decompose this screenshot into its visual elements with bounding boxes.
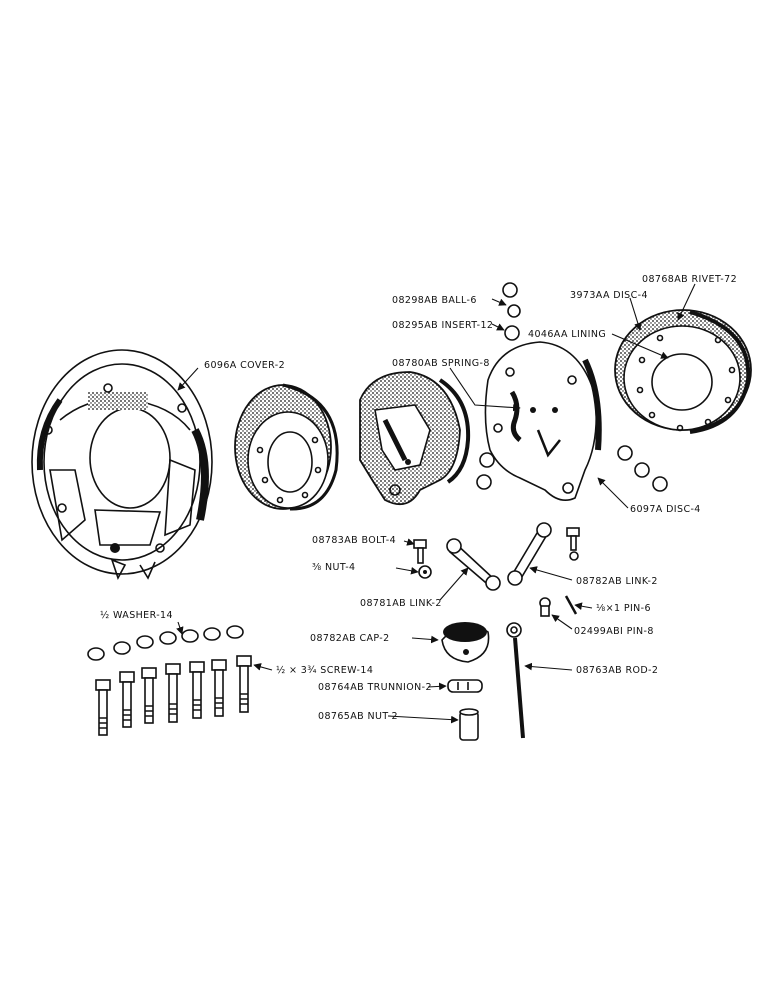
label-nut-small: ⅜ NUT-4 [312,562,356,573]
cover-part [31,349,213,581]
label-screw: ½ × 3¾ SCREW-14 [276,665,373,676]
label-washer: ½ WASHER-14 [100,610,173,621]
screws-group [95,655,252,736]
leader-lines [176,283,696,724]
nut-large-part [459,708,479,741]
bolt-part [413,539,427,564]
bolt-right-part [566,527,580,561]
friction-disc-left [234,383,339,511]
middle-plate [359,371,471,506]
label-lining: 4046AA LINING [528,329,606,340]
label-pin: 02499ABI PIN-8 [574,626,654,637]
label-trunnion: 08764AB TRUNNION-2 [318,682,432,693]
pin-small-part [539,595,578,617]
label-cover: 6096A COVER-2 [204,360,285,371]
label-pin-small: ⅛×1 PIN-6 [596,603,651,614]
label-spring: 08780AB SPRING-8 [392,358,490,369]
label-cap: 08782AB CAP-2 [310,633,390,644]
label-ball: 08298AB BALL-6 [392,295,477,306]
label-link-left: 08781AB LINK-2 [360,598,442,609]
label-disc-3973: 3973AA DISC-4 [570,290,648,301]
balls-group [502,282,521,341]
label-insert: 08295AB INSERT-12 [392,320,493,331]
label-nut-large: 08765AB NUT-2 [318,711,398,722]
label-link-right: 08782AB LINK-2 [576,576,658,587]
nut-small-part [418,565,432,579]
link-right-part [507,522,552,586]
label-bolt: 08783AB BOLT-4 [312,535,396,546]
inserts-group [476,445,668,492]
label-rivet: 08768AB RIVET-72 [642,274,737,285]
part-labels: 08768AB RIVET-72 3973AA DISC-4 08298AB B… [100,274,737,722]
friction-disc-right [614,309,752,434]
trunnion-part [447,679,483,693]
cap-part [441,622,490,663]
label-rod: 08763AB ROD-2 [576,665,658,676]
link-left-part [446,538,501,591]
label-disc-6097: 6097A DISC-4 [630,504,701,515]
rod-part [506,622,525,739]
washers-group [87,625,244,661]
pressure-plate [484,341,602,501]
